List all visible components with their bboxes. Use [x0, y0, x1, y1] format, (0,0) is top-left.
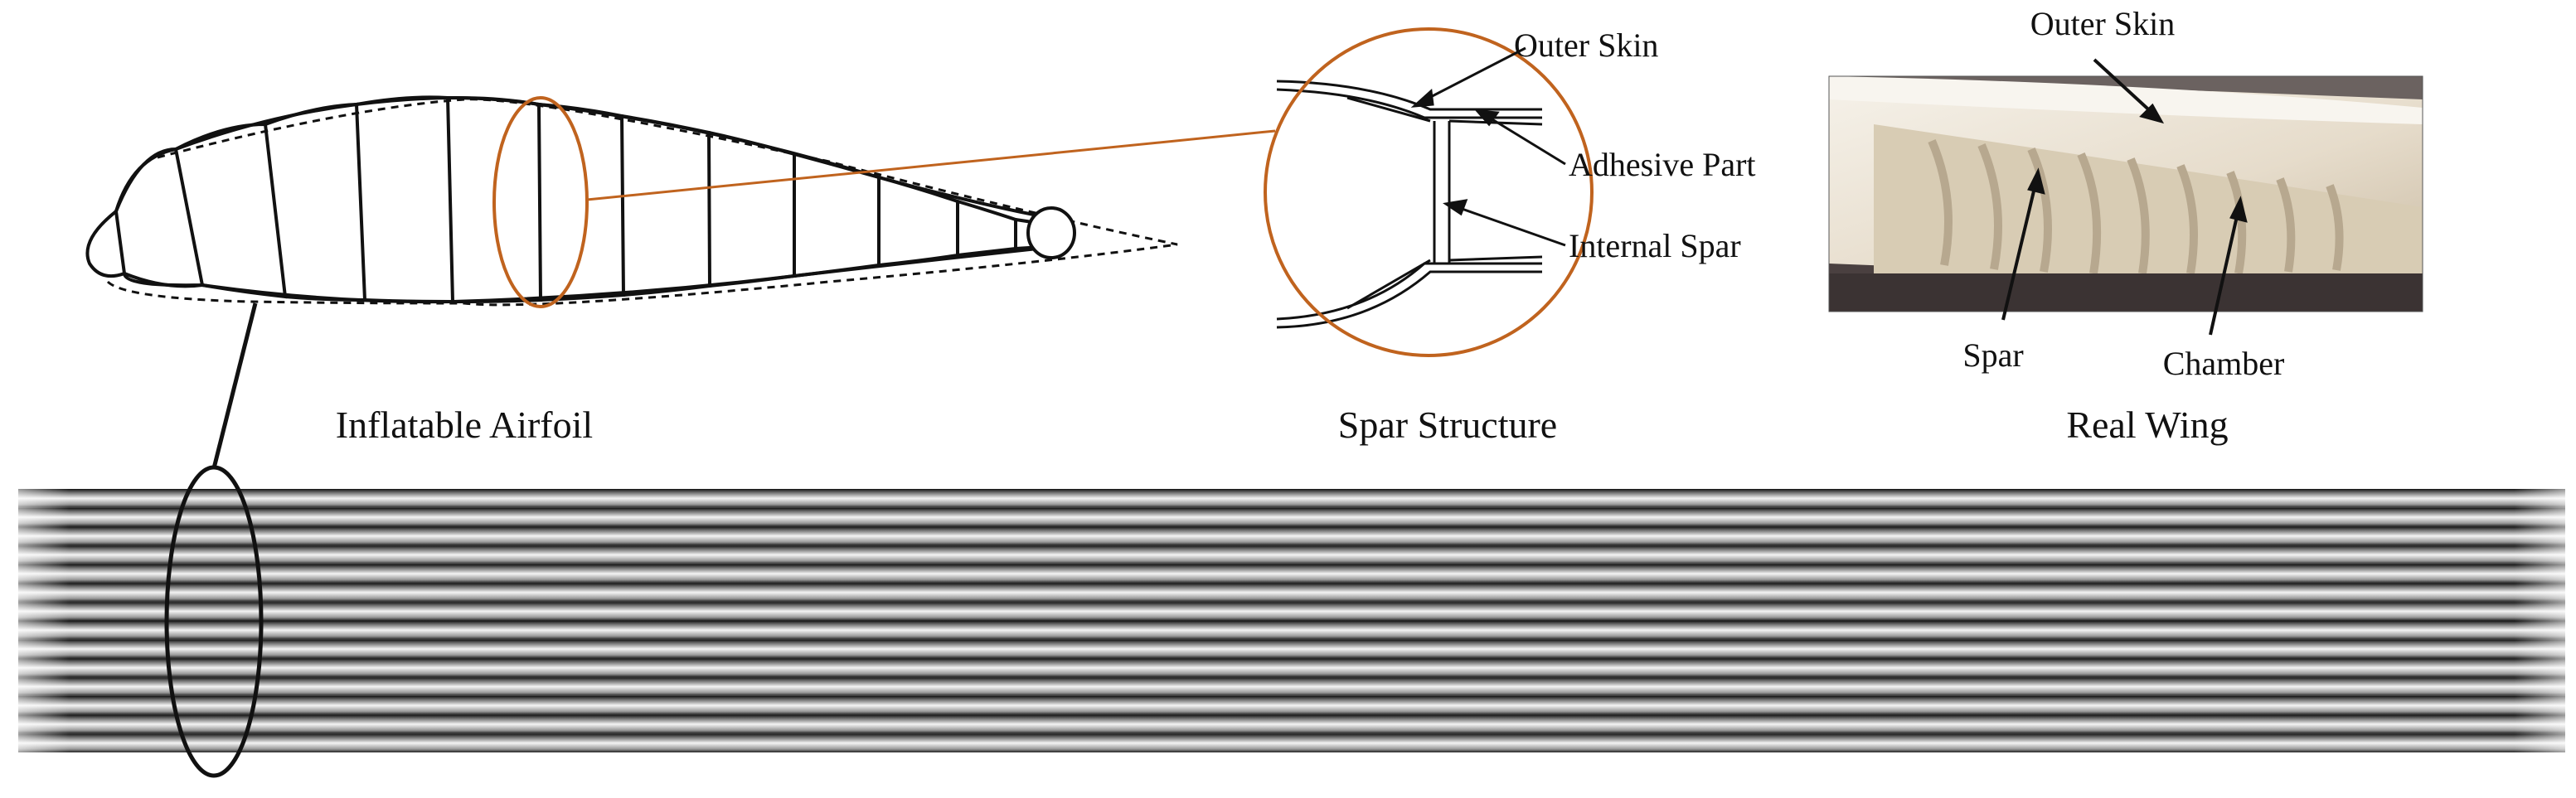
label-internal-spar: Internal Spar — [1569, 227, 1741, 264]
spar-upper-skin — [1276, 80, 1542, 111]
spar-zoom-circle — [1264, 27, 1594, 357]
airfoil-tail-cell — [1026, 206, 1076, 259]
span-callout-line — [211, 302, 258, 469]
airfoil-spar-highlight — [492, 96, 589, 308]
span-section-highlight — [164, 465, 264, 778]
airfoil-nose-cell — [85, 208, 127, 278]
label-adhesive-part: Adhesive Part — [1569, 146, 1756, 183]
label-photo-chamber: Chamber — [2163, 345, 2285, 382]
airfoil-lower-skin — [124, 244, 1069, 304]
span-edge-fade — [18, 489, 2565, 752]
label-photo-outer-skin: Outer Skin — [2030, 5, 2175, 42]
spar-leader-lines — [1410, 46, 1566, 247]
spar-caption: Spar Structure — [1338, 404, 1557, 446]
spar-structure-diagram: Outer Skin Adhesive Part Internal Spar — [1264, 27, 1756, 357]
real-wing-caption: Real Wing — [2066, 404, 2228, 446]
real-wing-photo — [1829, 76, 2423, 312]
airfoil-outline — [106, 98, 1178, 307]
internal-spar-web — [1433, 121, 1451, 264]
label-photo-spar: Spar — [1962, 336, 2023, 374]
airfoil-upper-skin — [114, 96, 1066, 222]
photo-frame — [1828, 75, 2423, 312]
airfoil-diagram — [85, 95, 1276, 469]
spar-callout-line — [586, 129, 1276, 201]
spar-detail — [1276, 80, 1543, 329]
real-wing-leaders — [2001, 58, 2248, 336]
label-outer-skin: Outer Skin — [1514, 27, 1658, 64]
spar-lower-skin — [1276, 270, 1542, 329]
airfoil-caption: Inflatable Airfoil — [336, 404, 593, 446]
